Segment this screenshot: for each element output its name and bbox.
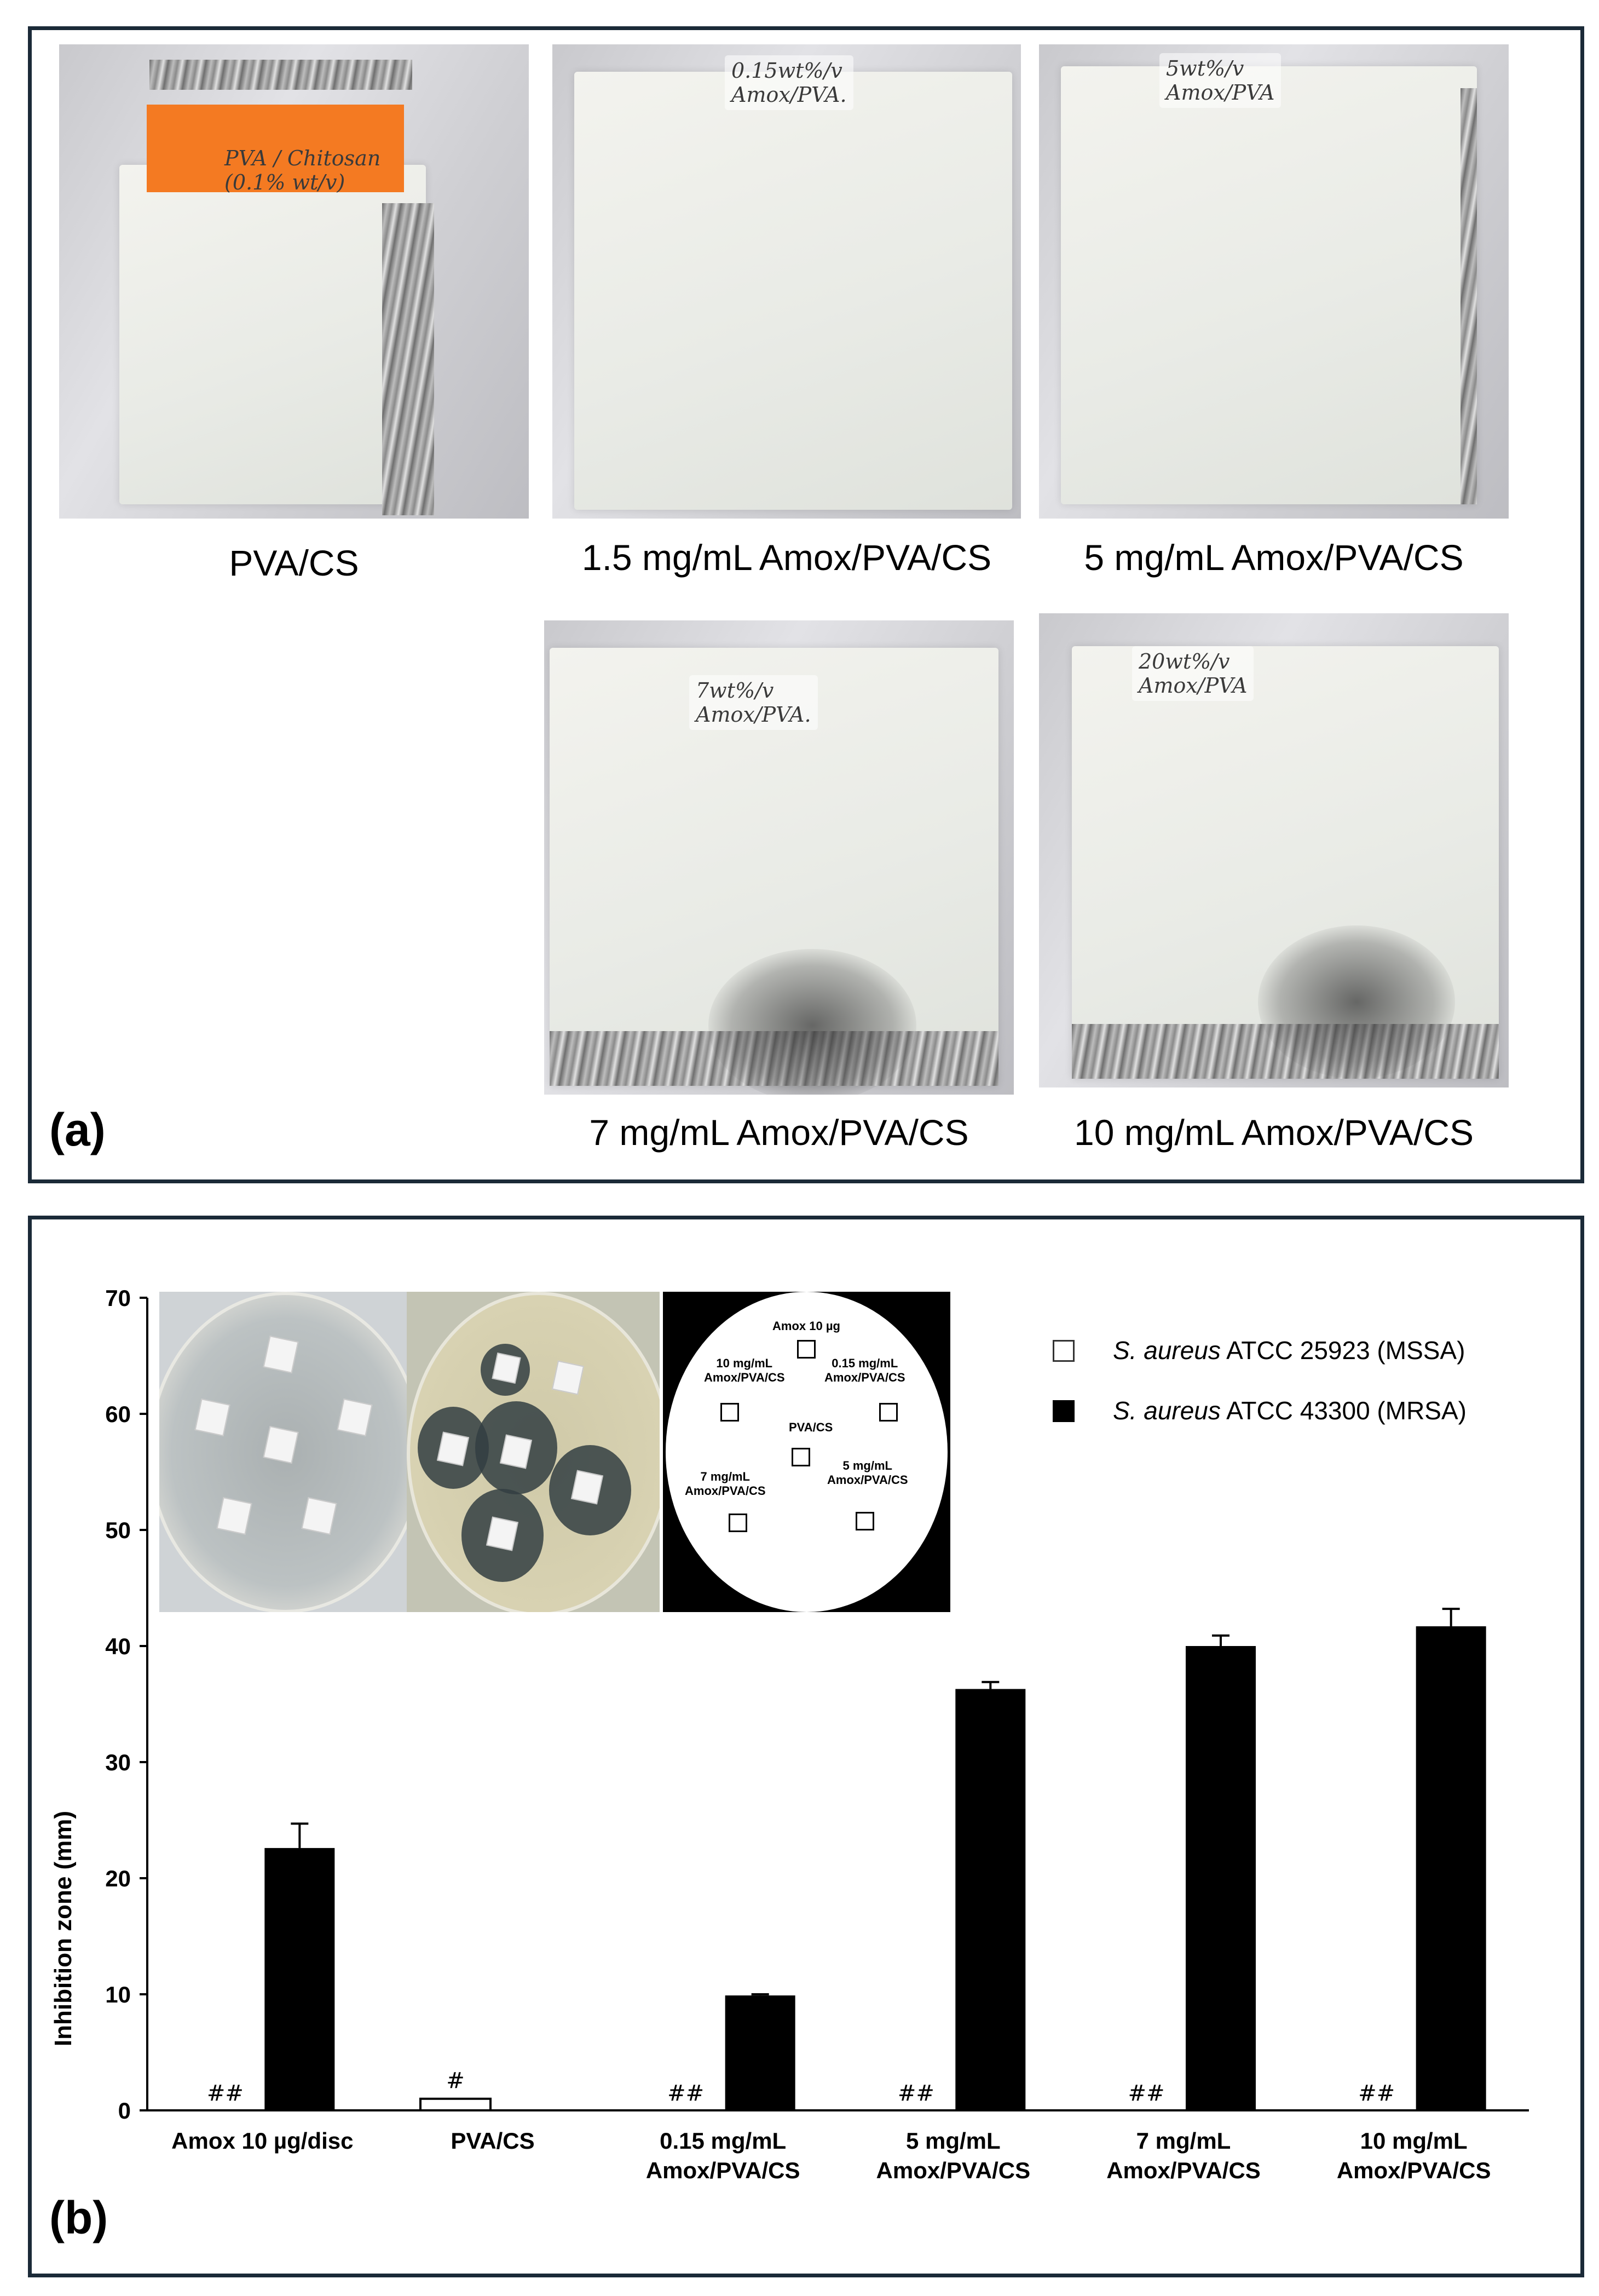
caption-10-mg: 10 mg/mL Amox/PVA/CS — [1074, 1112, 1474, 1153]
significance-label: ## — [667, 2081, 704, 2106]
legend-label-mssa: S. aureus ATCC 25923 (MSSA) — [1113, 1336, 1465, 1365]
x-tick-label: Amox 10 µg/disc — [171, 2128, 353, 2154]
plate-photo-mrsa — [407, 1292, 660, 1612]
x-tick-label: Amox/PVA/CS — [1337, 2157, 1491, 2183]
y-tick-label: 0 — [118, 2098, 131, 2124]
schematic-box-upper-right — [879, 1403, 898, 1422]
photo-5-mg: 5wt%/v Amox/PVA — [1039, 44, 1509, 519]
film-note: 0.15wt%/v Amox/PVA. — [725, 55, 853, 110]
bar — [955, 1689, 1026, 2110]
schematic-box-lower-right — [856, 1512, 874, 1530]
photo-7-mg: 7wt%/v Amox/PVA. — [544, 620, 1014, 1095]
schematic-box-upper-left — [720, 1403, 739, 1422]
bar — [264, 1848, 335, 2110]
bar — [1186, 1646, 1256, 2110]
bar — [725, 1995, 795, 2110]
x-tick-label: 10 mg/mL — [1360, 2128, 1468, 2154]
panel-a: PVA / Chitosan (0.1% wt/v) 0.15wt%/v Amo… — [28, 26, 1584, 1183]
schematic-label-upper-left: 10 mg/mL Amox/PVA/CS — [704, 1356, 785, 1384]
photo-pva-cs: PVA / Chitosan (0.1% wt/v) — [59, 44, 529, 519]
film-note: 5wt%/v Amox/PVA — [1159, 53, 1281, 108]
panel-letter-b: (b) — [49, 2192, 108, 2243]
schematic-label-lower-left: 7 mg/mL Amox/PVA/CS — [685, 1470, 766, 1498]
photo-10-mg: 20wt%/v Amox/PVA — [1039, 613, 1509, 1087]
y-tick-label: 60 — [105, 1401, 131, 1427]
significance-label: ## — [898, 2081, 934, 2106]
bar — [419, 2097, 492, 2112]
significance-label: ## — [207, 2081, 244, 2106]
plate-photo-mssa — [159, 1292, 407, 1612]
significance-label: ## — [1128, 2081, 1164, 2106]
film-note: 7wt%/v Amox/PVA. — [689, 675, 818, 730]
y-tick-label: 40 — [105, 1633, 131, 1659]
x-tick-label: 7 mg/mL — [1136, 2128, 1231, 2154]
schematic-box-lower-left — [729, 1514, 747, 1532]
y-tick-label: 50 — [105, 1517, 131, 1543]
schematic-label-center: PVA/CS — [789, 1420, 833, 1434]
schematic-label-top: Amox 10 µg — [772, 1319, 840, 1333]
y-tick-label: 20 — [105, 1866, 131, 1891]
significance-label: ## — [1358, 2081, 1395, 2106]
legend-label-mrsa: S. aureus ATCC 43300 (MRSA) — [1113, 1396, 1467, 1425]
x-tick-label: Amox/PVA/CS — [876, 2157, 1031, 2183]
panel-letter-a: (a) — [49, 1104, 106, 1155]
caption-5-mg: 5 mg/mL Amox/PVA/CS — [1084, 537, 1464, 578]
plate-schematic: Amox 10 µg 10 mg/mL Amox/PVA/CS 0.15 mg/… — [663, 1292, 950, 1612]
x-tick-label: Amox/PVA/CS — [1106, 2157, 1261, 2183]
y-axis-title: Inhibition zone (mm) — [50, 1811, 77, 2046]
schematic-label-lower-right: 5 mg/mL Amox/PVA/CS — [827, 1459, 908, 1487]
film-note: 20wt%/v Amox/PVA — [1132, 646, 1254, 701]
significance-label: # — [446, 2068, 465, 2093]
x-tick-label: PVA/CS — [451, 2128, 534, 2154]
caption-1-5-mg: 1.5 mg/mL Amox/PVA/CS — [581, 537, 992, 578]
caption-pva-cs: PVA/CS — [229, 543, 359, 583]
schematic-label-upper-right: 0.15 mg/mL Amox/PVA/CS — [824, 1356, 905, 1384]
photo-1-5-mg: 0.15wt%/v Amox/PVA. — [552, 44, 1021, 519]
legend-swatch-mrsa — [1053, 1400, 1075, 1422]
film-note: PVA / Chitosan (0.1% wt/v) — [224, 146, 381, 194]
x-tick-label: Amox/PVA/CS — [646, 2157, 800, 2183]
legend-swatch-mssa — [1053, 1340, 1075, 1362]
y-tick-label: 10 — [105, 1982, 131, 2007]
caption-7-mg: 7 mg/mL Amox/PVA/CS — [589, 1112, 969, 1153]
x-tick-label: 5 mg/mL — [906, 2128, 1001, 2154]
x-tick-label: 0.15 mg/mL — [660, 2128, 786, 2154]
schematic-box-top — [797, 1340, 816, 1359]
bar — [1416, 1626, 1486, 2110]
schematic-box-center — [792, 1448, 810, 1466]
y-tick-label: 70 — [105, 1285, 131, 1311]
y-tick-label: 30 — [105, 1750, 131, 1775]
